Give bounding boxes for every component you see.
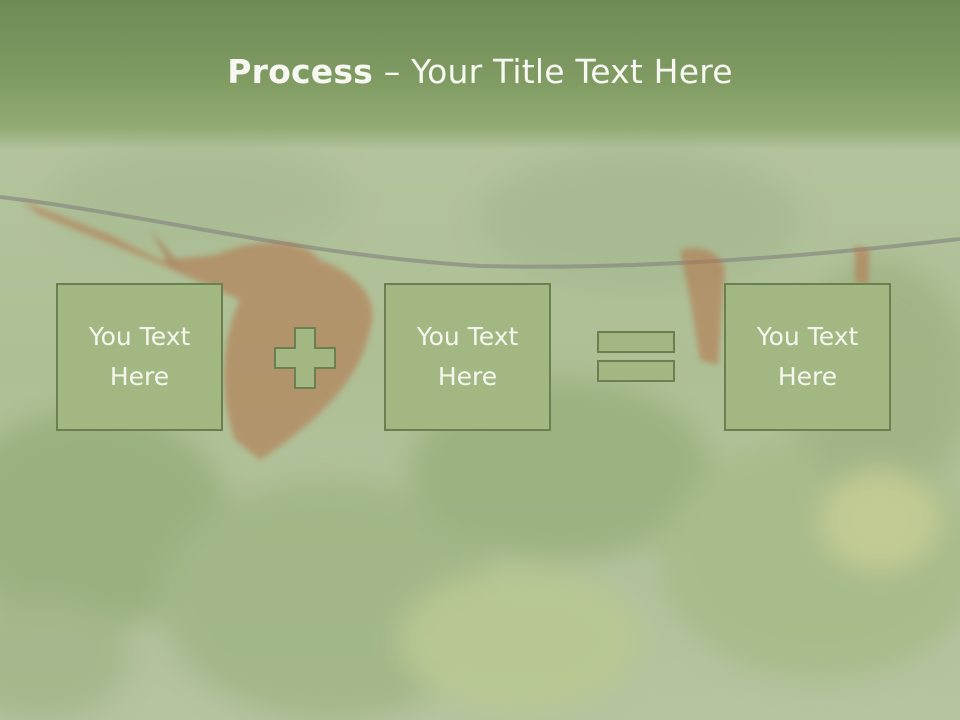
text-box-line1: You Text	[756, 322, 859, 351]
header-band	[0, 0, 960, 150]
text-box-line1: You Text	[416, 322, 519, 351]
slide-title: Process – Your Title Text Here	[0, 52, 960, 91]
text-box-3[interactable]: You Text Here	[724, 283, 891, 431]
title-bold: Process	[227, 52, 374, 91]
text-box-line2: Here	[437, 362, 498, 391]
text-box-2[interactable]: You Text Here	[384, 283, 551, 431]
equals-icon	[597, 331, 675, 382]
text-box-line1: You Text	[88, 322, 191, 351]
text-box-line2: Here	[777, 362, 838, 391]
text-box-line2: Here	[109, 362, 170, 391]
text-box-1[interactable]: You Text Here	[56, 283, 223, 431]
plus-icon	[274, 327, 336, 389]
title-rest: – Your Title Text Here	[373, 52, 733, 91]
